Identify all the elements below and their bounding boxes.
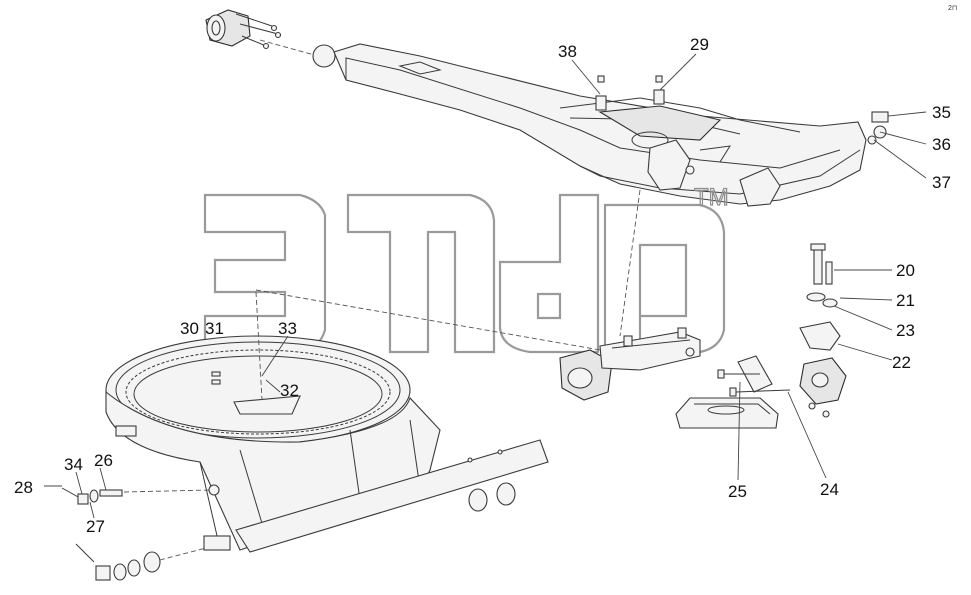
trademark-mark: TM — [694, 184, 729, 211]
callout-22: 22 — [892, 353, 911, 372]
callout-31: 31 — [205, 319, 224, 338]
callout-28: 28 — [14, 478, 33, 497]
callout-32: 32 — [280, 381, 299, 400]
center-coupling — [255, 189, 701, 401]
callout-25: 25 — [728, 482, 747, 501]
callout-38: 38 — [558, 42, 577, 61]
left-fasteners — [61, 487, 211, 581]
clamp-parts — [675, 243, 847, 429]
watermark: TM — [203, 183, 729, 354]
callout-34: 34 — [64, 455, 83, 474]
callout-33: 33 — [278, 319, 297, 338]
callout-29: 29 — [690, 35, 709, 54]
callout-30: 30 — [180, 319, 199, 338]
leader-lines — [44, 53, 927, 519]
callout-labels: 38 29 35 36 37 20 21 23 22 30 31 33 32 2… — [14, 35, 951, 536]
callout-37: 37 — [932, 173, 951, 192]
callout-24: 24 — [820, 480, 839, 499]
corner-mark: 2⊓ — [948, 5, 957, 12]
slewing-ring-housing — [105, 291, 549, 553]
callout-20: 20 — [896, 261, 915, 280]
callout-23: 23 — [896, 321, 915, 340]
callout-36: 36 — [932, 135, 951, 154]
callout-21: 21 — [896, 291, 915, 310]
callout-27: 27 — [86, 517, 105, 536]
callout-26: 26 — [94, 451, 113, 470]
drawbar-frame — [205, 9, 889, 207]
coupling-head — [205, 9, 282, 50]
tow-ball — [312, 44, 336, 68]
callout-35: 35 — [932, 103, 951, 122]
